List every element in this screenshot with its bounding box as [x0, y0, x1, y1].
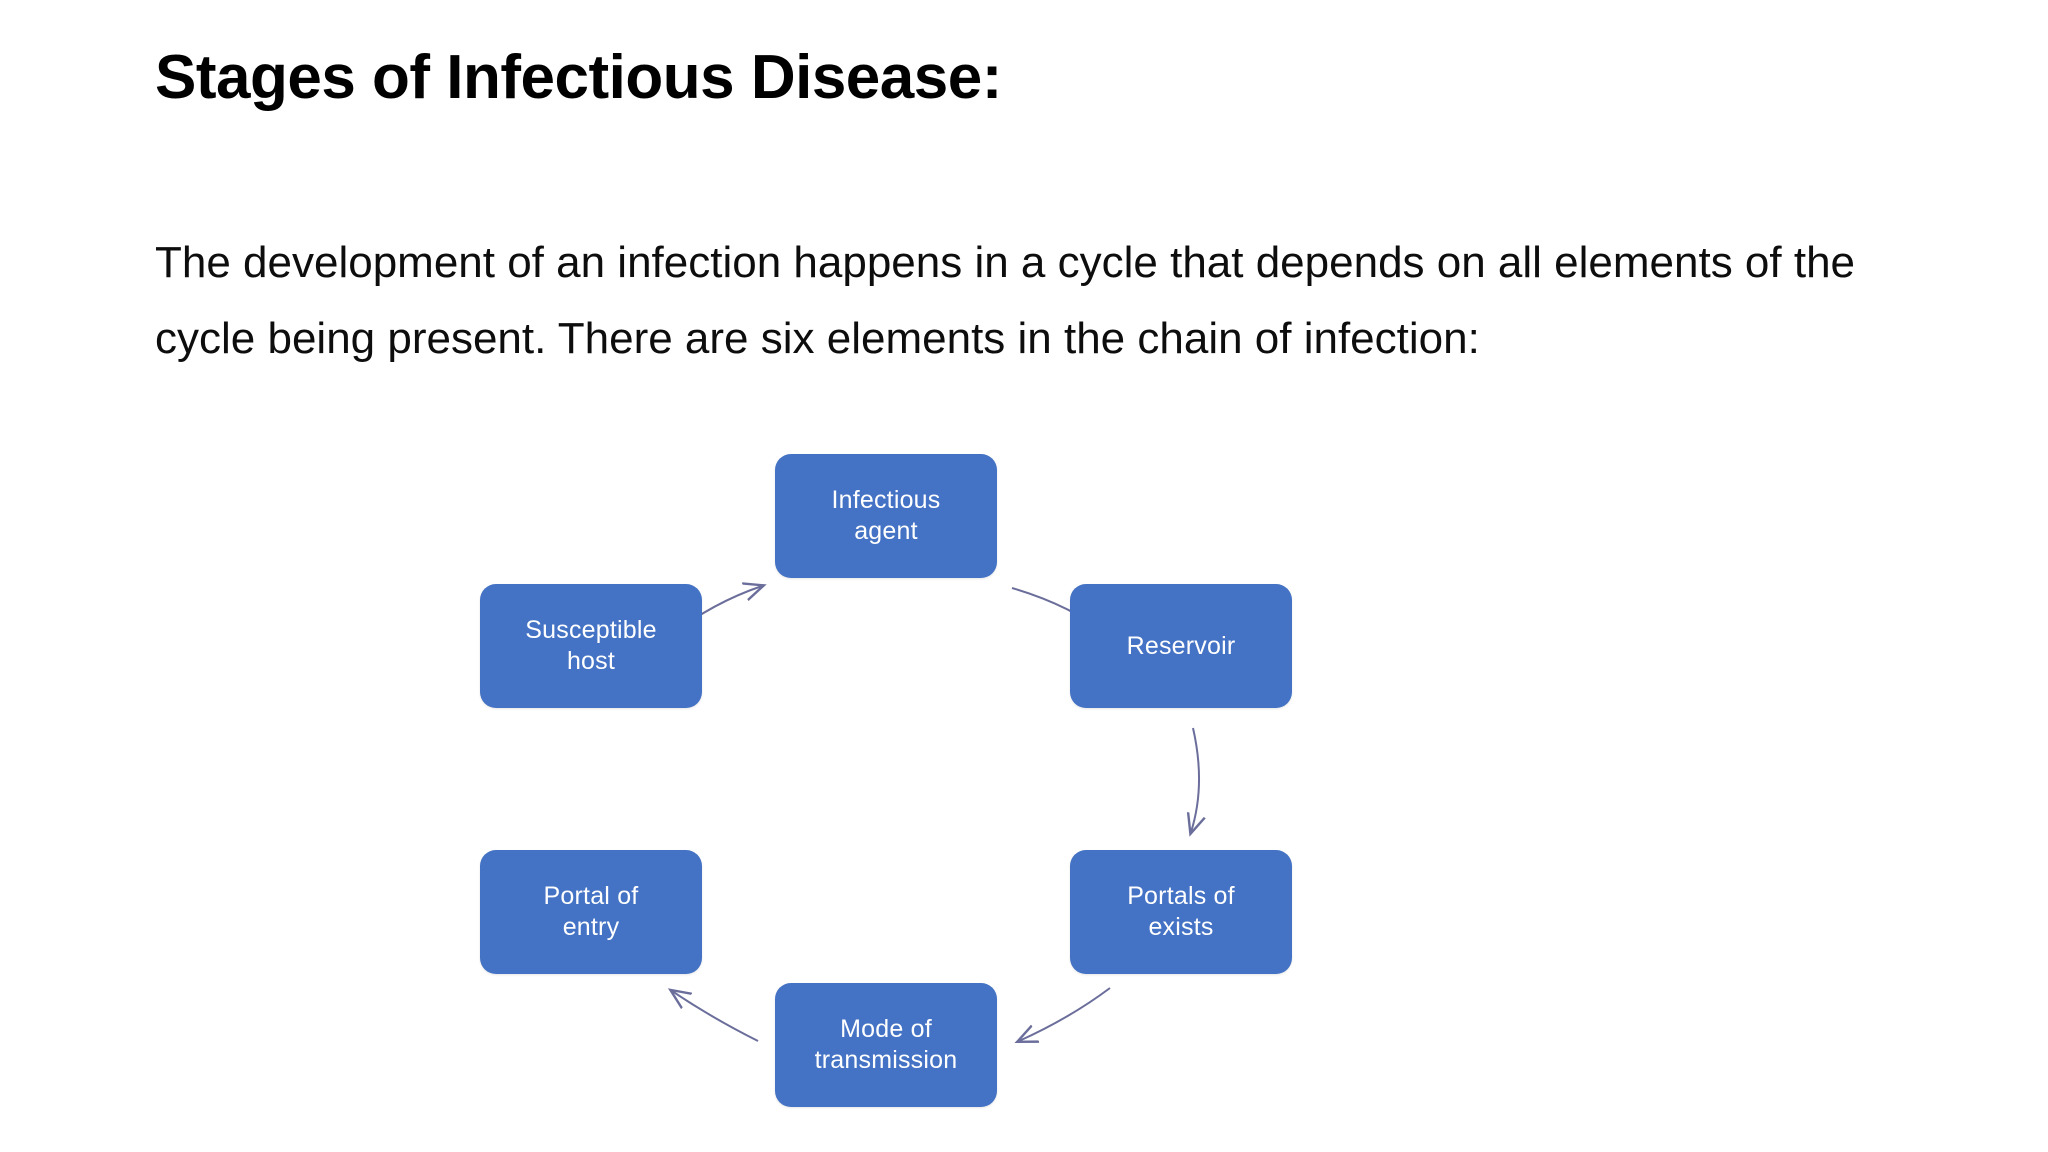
arrow-reservoir-to-portals-of-exists — [1191, 727, 1199, 832]
arrow-portals-of-exists-to-mode-of-transmission — [1019, 987, 1111, 1041]
page-title: Stages of Infectious Disease: — [155, 43, 1002, 112]
node-reservoir[interactable]: Reservoir — [1070, 584, 1292, 708]
node-portals-of-exists-label: Portals of exists — [1127, 882, 1235, 941]
chain-of-infection-diagram: Infectious agent Reservoir Portals of ex… — [480, 440, 1540, 1152]
node-portals-of-exists[interactable]: Portals of exists — [1070, 850, 1292, 974]
node-reservoir-label: Reservoir — [1126, 631, 1236, 660]
node-infectious-agent-label: Infectious agent — [831, 486, 941, 545]
node-portal-of-entry[interactable]: Portal of entry — [480, 850, 702, 974]
arrow-mode-of-transmission-to-portal-of-entry — [672, 991, 759, 1042]
node-mode-of-transmission[interactable]: Mode of transmission — [775, 983, 997, 1107]
node-susceptible-host-label: Susceptible host — [525, 616, 657, 675]
node-portal-of-entry-label: Portal of entry — [543, 882, 639, 941]
node-mode-of-transmission-label: Mode of transmission — [814, 1015, 958, 1074]
node-susceptible-host[interactable]: Susceptible host — [480, 584, 702, 708]
body-paragraph: The development of an infection happens … — [155, 238, 1856, 363]
node-infectious-agent[interactable]: Infectious agent — [775, 454, 997, 578]
